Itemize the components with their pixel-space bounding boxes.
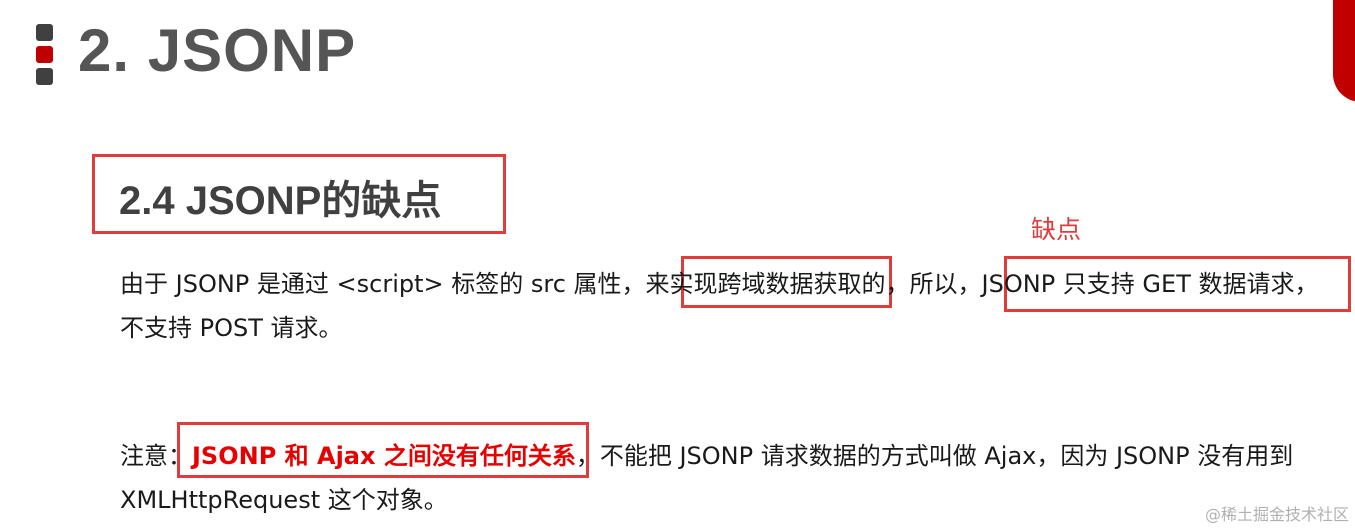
paragraph-text: 由于 JSONP 是通过 <script> 标签的 src 属性，来	[120, 270, 670, 298]
section-heading: 2.4 JSONP的缺点	[119, 179, 442, 223]
get-only-text: JSONP 只支持 GET 数据请求，	[981, 270, 1319, 298]
note-line-2: XMLHttpRequest 这个对象。	[120, 486, 448, 514]
paragraph-text: 的，所以，	[861, 270, 982, 298]
paragraph-line-2: 不支持 POST 请求。	[120, 314, 343, 342]
watermark: @稀土掘金技术社区	[1204, 505, 1349, 524]
annotation-label: 缺点	[1031, 215, 1082, 244]
stacked-bars-icon	[36, 24, 53, 86]
corner-accent-shape	[1333, 0, 1355, 102]
note-paragraph: 注意：JSONP 和 Ajax 之间没有任何关系，不能把 JSONP 请求数据的…	[120, 434, 1293, 522]
crossdomain-text: 实现跨域数据获取	[669, 270, 862, 298]
drawback-paragraph: 由于 JSONP 是通过 <script> 标签的 src 属性，来实现跨域数据…	[120, 262, 1318, 350]
bar-middle	[36, 46, 53, 63]
note-highlight-box	[177, 422, 589, 478]
crossdomain-highlight-box	[681, 256, 892, 308]
bar-bottom	[36, 68, 53, 85]
paragraph-line-1: 由于 JSONP 是通过 <script> 标签的 src 属性，来实现跨域数据…	[120, 262, 1318, 306]
note-prefix: 注意：	[120, 442, 192, 470]
get-only-highlight-box	[1004, 256, 1351, 312]
note-emphasis: JSONP 和 Ajax 之间没有任何关系	[192, 442, 576, 470]
bar-top	[36, 24, 53, 41]
heading-highlight-box	[92, 154, 506, 234]
slide-title: 2. JSONP	[78, 17, 357, 84]
note-line-1: 注意：JSONP 和 Ajax 之间没有任何关系，不能把 JSONP 请求数据的…	[120, 434, 1293, 478]
note-text: ，不能把 JSONP 请求数据的方式叫做 Ajax，因为 JSONP 没有用到	[575, 442, 1294, 470]
